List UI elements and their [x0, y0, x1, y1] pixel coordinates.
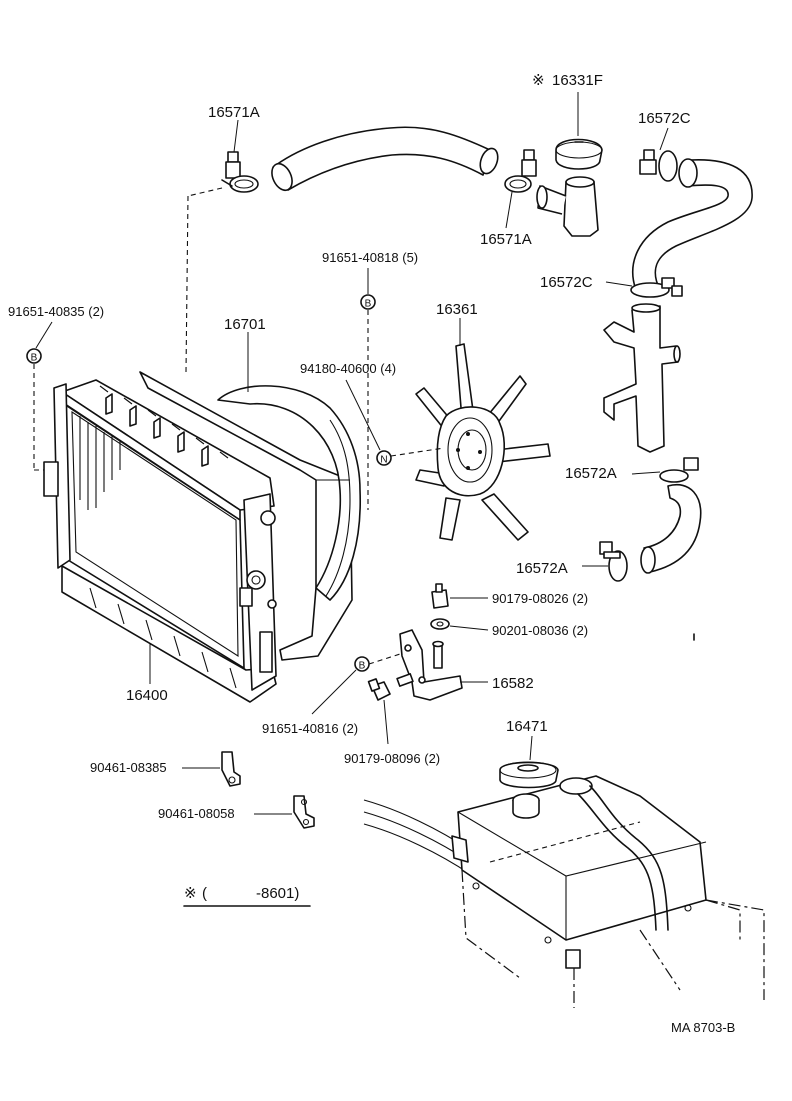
label-16701: 16701 — [224, 316, 266, 333]
svg-text:N: N — [380, 455, 387, 466]
label-16331f: 16331F — [552, 72, 603, 89]
label-clip-1: 90461-08385 — [90, 760, 167, 775]
label-clip-2: 90461-08058 — [158, 806, 235, 821]
callout-b-left: B — [26, 348, 42, 364]
radiator — [43, 379, 277, 703]
mount-lines — [461, 869, 765, 1008]
label-16361: 16361 — [436, 301, 478, 318]
footnote-mark: ※ — [184, 885, 197, 902]
label-washer: 90201-08036 (2) — [492, 623, 588, 638]
label-90179-08026: 90179-08026 (2) — [492, 591, 588, 606]
leader-washer — [449, 625, 489, 631]
washer — [430, 618, 450, 630]
label-16582: 16582 — [492, 675, 534, 692]
lower-radiator-hose-upper — [632, 158, 753, 291]
label-16571a-right: 16571A — [480, 231, 532, 248]
fan-shroud — [139, 371, 362, 661]
reserve-tank-cap — [499, 761, 559, 789]
footnote-text: -8601) — [256, 885, 299, 902]
label-16572a-lower: 16572A — [516, 560, 568, 577]
label-16572c-mid: 16572C — [540, 274, 593, 291]
leader-90179-08096 — [383, 699, 389, 745]
label-screw-left: 91651-40835 (2) — [8, 304, 104, 319]
svg-text:B: B — [31, 353, 38, 364]
clip-90461-08385 — [221, 751, 241, 787]
callout-b-top: B — [360, 294, 376, 310]
footnote-open: ( — [202, 885, 207, 902]
label-16572c-top: 16572C — [638, 110, 691, 127]
label-screw-bottom: 91651-40816 (2) — [262, 721, 358, 736]
bolt-90179-08026 — [431, 583, 449, 609]
label-screw-top: 91651-40818 (5) — [322, 250, 418, 265]
leader-screw-bottom — [311, 669, 357, 715]
label-16572a-upper: 16572A — [565, 465, 617, 482]
label-nut: 94180-40600 (4) — [300, 361, 396, 376]
hose-clamp-right — [504, 149, 537, 193]
label-90179-08096: 90179-08096 (2) — [344, 751, 440, 766]
clip-90461-08058 — [293, 795, 315, 829]
water-pipe — [603, 303, 681, 453]
bracket-16582 — [396, 629, 463, 701]
leader-16572c-top — [659, 127, 669, 151]
bolt-90179-08096 — [367, 678, 391, 701]
radiator-cap — [555, 138, 603, 170]
leader-16471 — [529, 735, 533, 761]
leader-16571a-left — [233, 119, 239, 153]
hose-clamp-c-top — [639, 149, 678, 182]
svg-text:B: B — [365, 299, 372, 310]
leader-16572a-upper — [631, 471, 661, 475]
reserve-tank — [451, 775, 707, 969]
leader-nut — [345, 379, 381, 451]
drawing-id: MA 8703-B — [671, 1020, 735, 1035]
label-16571a-left: 16571A — [208, 104, 260, 121]
cooling-fan — [415, 343, 551, 541]
upper-radiator-hose — [271, 126, 499, 192]
leader-screw-left — [35, 321, 53, 349]
label-16400: 16400 — [126, 687, 168, 704]
callout-b-bottom: B — [354, 656, 370, 672]
filler-neck — [536, 176, 599, 237]
hose-clamp-c-mid — [630, 277, 683, 298]
hose-clamp-left — [221, 151, 259, 193]
label-16471: 16471 — [506, 718, 548, 735]
lower-hose-bottom — [599, 457, 702, 582]
leader-16571a-right — [505, 191, 513, 229]
svg-text:B: B — [359, 661, 366, 672]
cap-mark: ※ — [532, 72, 545, 89]
leader-16572c-mid — [605, 281, 633, 287]
callout-n: N — [376, 450, 392, 466]
